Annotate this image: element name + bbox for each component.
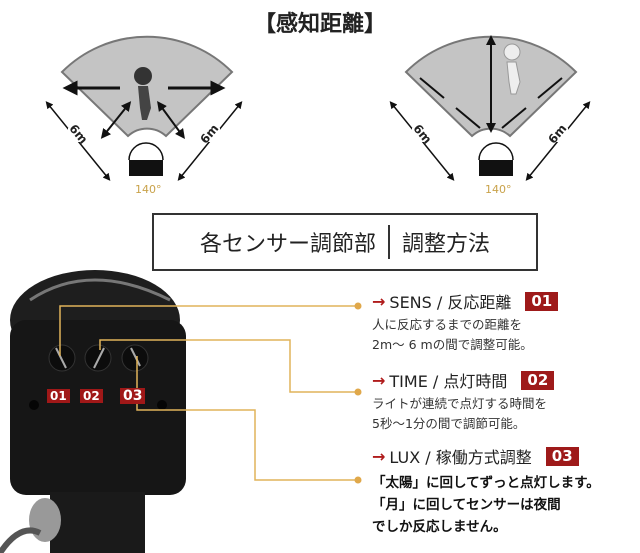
arrow-right-icon: → xyxy=(372,370,386,390)
section-badge: 03 xyxy=(545,446,579,466)
device-tag-03: 03 xyxy=(120,388,146,404)
description-line: 2m～ 6 mの間で調整可能。 xyxy=(372,337,533,352)
description-line: 「月」に回してセンサーは夜間 xyxy=(372,497,561,513)
arrow-right-icon: → xyxy=(372,291,386,311)
section-badge: 02 xyxy=(521,370,555,390)
person-icon xyxy=(503,43,521,61)
heading-left: 各センサー調節部 xyxy=(199,232,376,257)
description-line: 人に反応するまでの距離を xyxy=(372,317,523,332)
description-line: ライトが連続で点灯する時間を xyxy=(372,396,548,411)
arrow-right-icon: → xyxy=(372,446,386,466)
section-title: SENS / 反応距離 xyxy=(389,293,512,312)
sensor-device xyxy=(0,270,186,553)
section-title: TIME / 点灯時間 xyxy=(389,372,508,391)
device-tag-02: 02 xyxy=(80,389,103,403)
section-badge: 01 xyxy=(525,291,559,311)
heading-right: 調整方法 xyxy=(402,232,491,257)
page-title: 【感知距離】 xyxy=(253,12,386,37)
section-heading: 各センサー調節部 調整方法 xyxy=(152,213,538,271)
angle-label: 140° xyxy=(485,183,512,196)
section-sens: →SENS / 反応距離 01 人に反応するまでの距離を 2m～ 6 mの間で調整… xyxy=(372,289,559,355)
divider xyxy=(388,225,390,259)
section-title: LUX / 稼働方式調整 xyxy=(389,448,532,467)
section-lux: →LUX / 稼働方式調整 03 「太陽」に回してずっと点灯します。 「月」に回し… xyxy=(372,444,600,538)
person-icon xyxy=(134,67,152,85)
angle-label: 140° xyxy=(135,183,162,196)
description-line: でしか反応しません。 xyxy=(372,519,507,535)
sensor-icon xyxy=(478,142,514,161)
section-time: →TIME / 点灯時間 02 ライトが連続で点灯する時間を 5秒～1分の間で調節… xyxy=(372,368,555,434)
description-line: 5秒～1分の間で調節可能。 xyxy=(372,416,526,431)
device-tag-01: 01 xyxy=(47,389,70,403)
detection-fan-left xyxy=(45,35,243,181)
detection-fan-right xyxy=(389,35,591,181)
description-line: 「太陽」に回してずっと点灯します。 xyxy=(372,475,600,491)
sensor-icon xyxy=(128,142,164,161)
